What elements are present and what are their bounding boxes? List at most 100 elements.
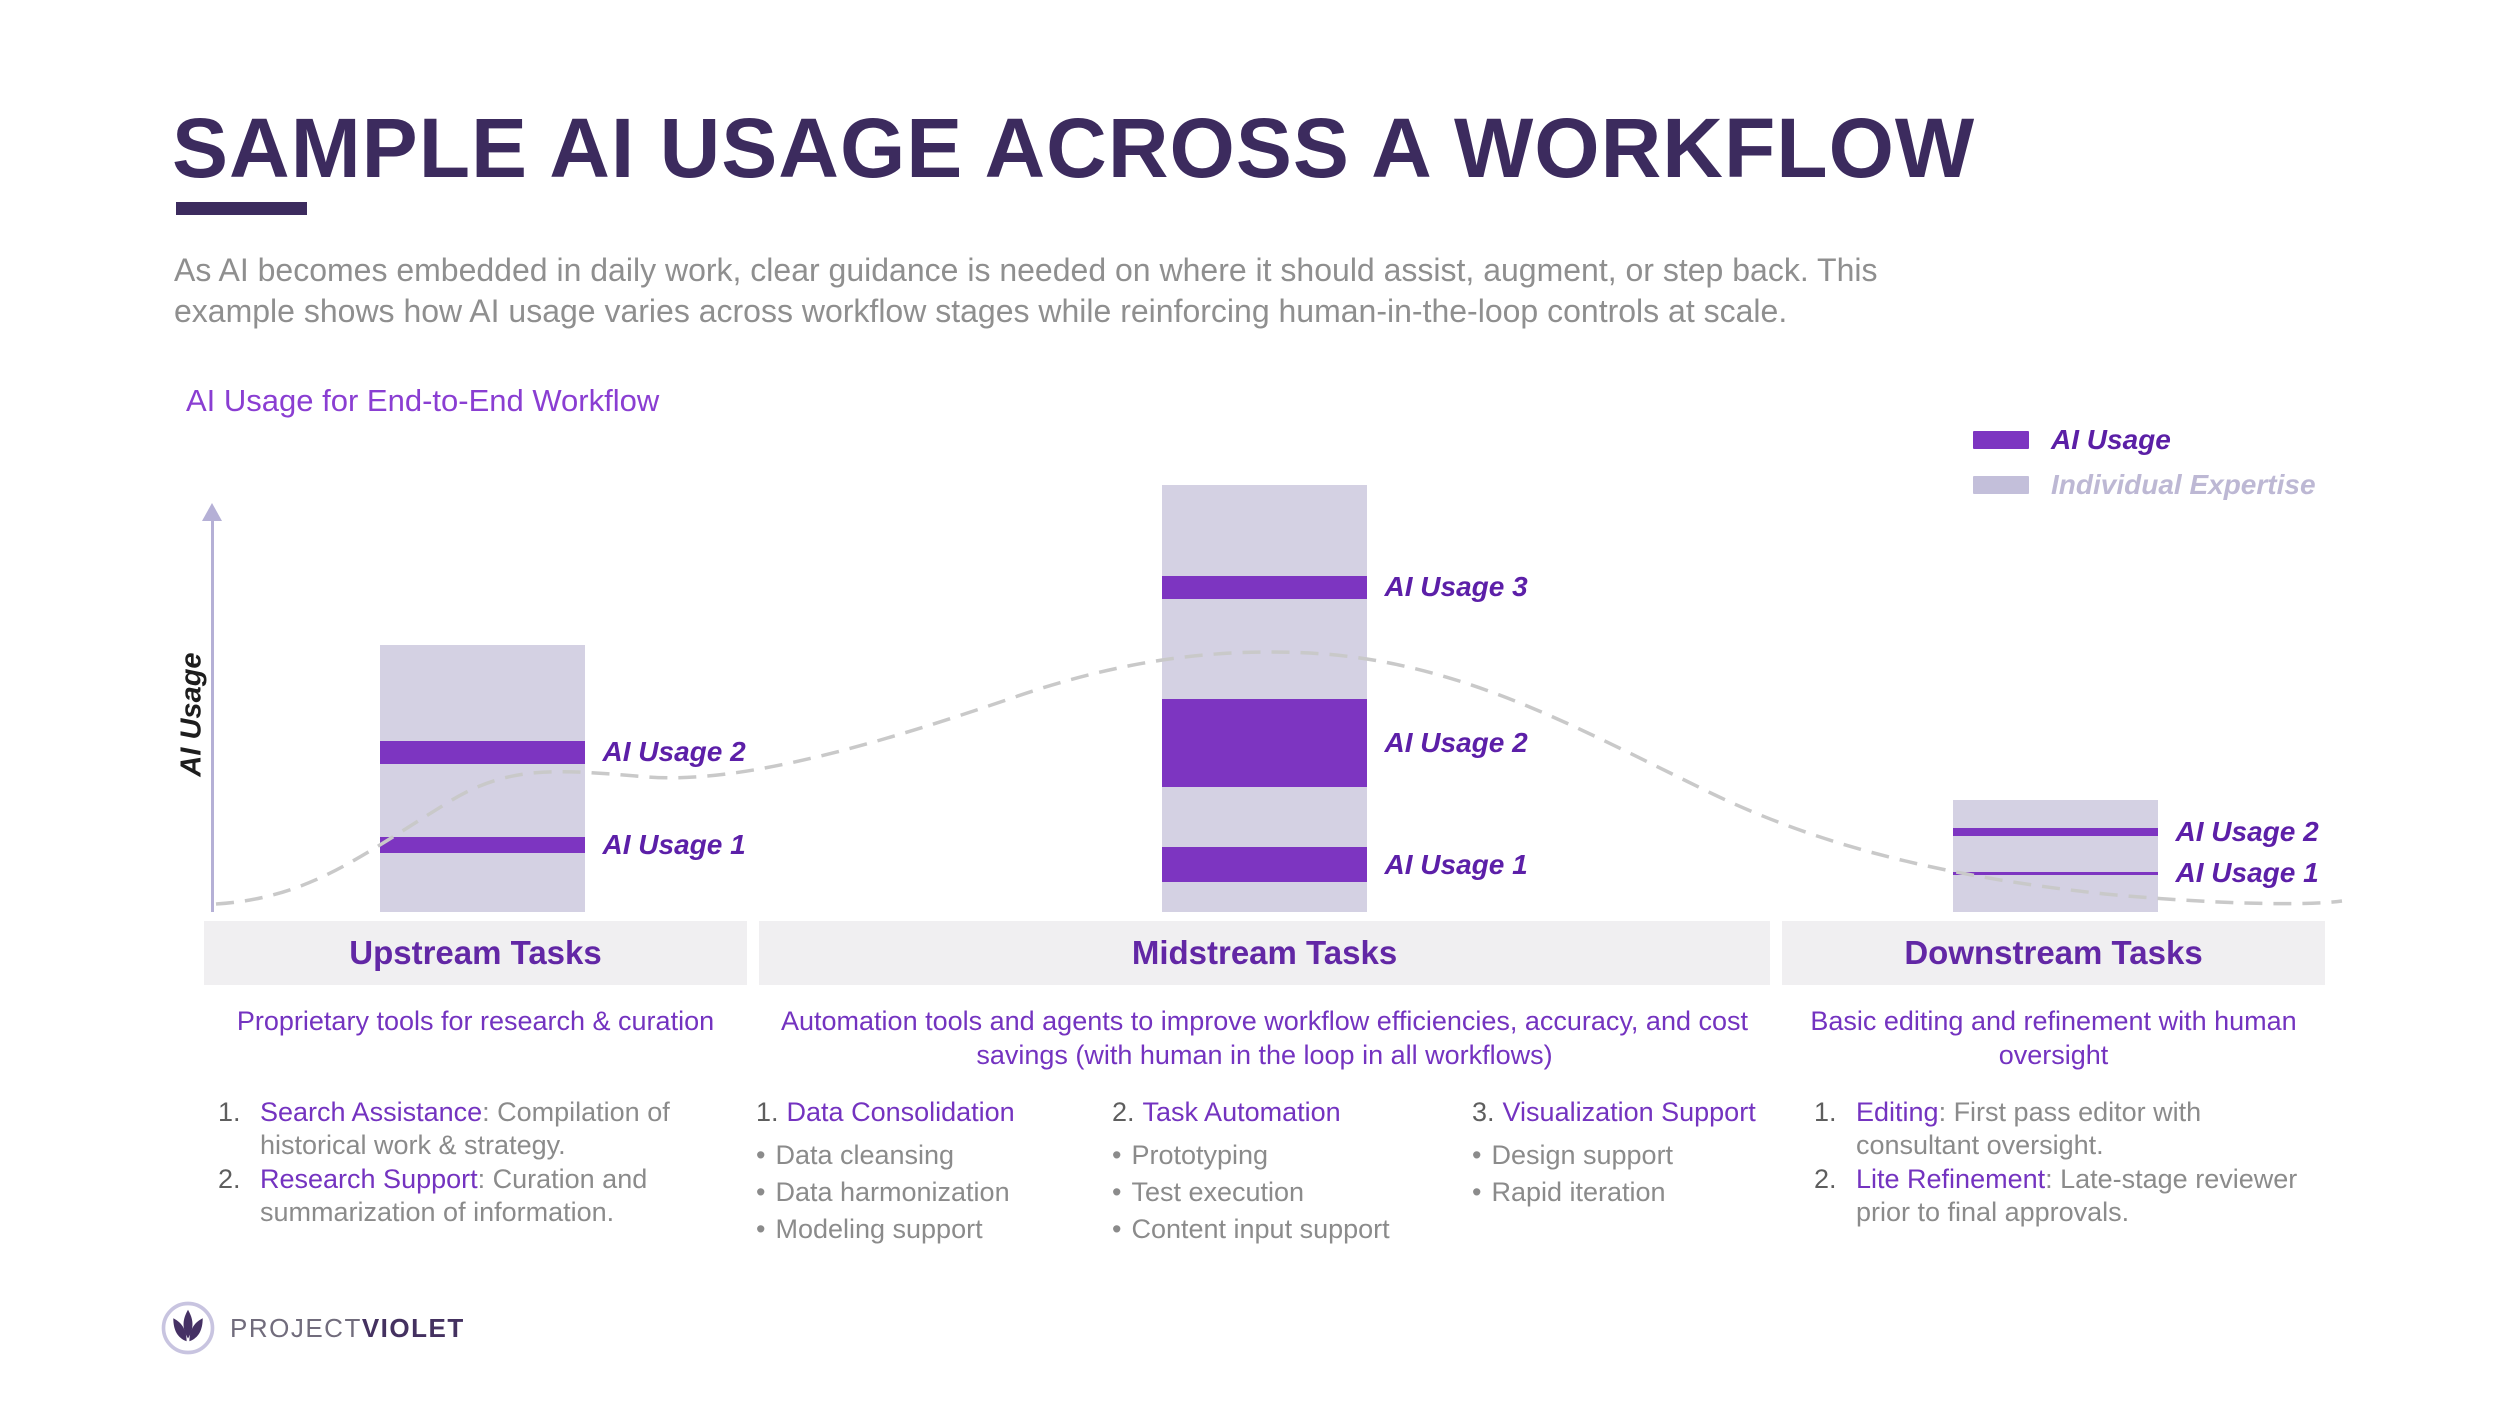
bullet-text: Prototyping — [1131, 1140, 1269, 1170]
downstream-header: Downstream Tasks — [1904, 934, 2203, 971]
bullet-text: Content input support — [1131, 1214, 1390, 1244]
brand-second: VIOLET — [361, 1312, 465, 1343]
y-axis-label: AI Usage — [175, 652, 208, 777]
bullet-glyph: • — [1472, 1177, 1482, 1207]
column-number: 3. — [1472, 1097, 1495, 1127]
page-subtitle: As AI becomes embedded in daily work, cl… — [174, 250, 2334, 332]
subtitle-line-2: example shows how AI usage varies across… — [174, 293, 1788, 329]
bullet-glyph: • — [756, 1214, 766, 1244]
ai-usage-stripe-label: AI Usage 3 — [1384, 571, 1528, 603]
individual-expertise-legend-label: Individual Expertise — [2051, 469, 2316, 500]
stage-band-midstream: Midstream Tasks — [759, 921, 1770, 985]
bullet-text: Modeling support — [775, 1214, 983, 1244]
column-number: 1. — [756, 1097, 779, 1127]
item-term: Lite Refinement — [1856, 1164, 2046, 1194]
bullet-item: • Test execution — [1112, 1176, 1462, 1209]
bullet-glyph: • — [756, 1177, 766, 1207]
ai-usage-legend-label: AI Usage — [2051, 424, 2171, 455]
stage-band-downstream: Downstream Tasks — [1782, 921, 2325, 985]
bullet-glyph: • — [1472, 1140, 1482, 1170]
page-title: SAMPLE AI USAGE ACROSS A WORKFLOW — [172, 101, 1976, 195]
item-text: Editing: First pass editor with consulta… — [1856, 1096, 2326, 1162]
item-rest: : First pass editor with consultant over… — [1856, 1097, 2202, 1160]
midstream-column-2: 2. Task Automation • Prototyping • Test ex… — [1112, 1096, 1462, 1250]
item-text: Lite Refinement: Late-stage reviewer pri… — [1856, 1163, 2326, 1229]
list-item: 2. Lite Refinement: Late-stage reviewer … — [1814, 1163, 2326, 1229]
y-axis — [211, 520, 214, 912]
brand-first: PROJECT — [230, 1312, 362, 1343]
y-axis-arrow-icon — [202, 503, 222, 521]
bullet-item: • Content input support — [1112, 1213, 1462, 1246]
chart-legend: AI Usage Individual Expertise — [1973, 424, 2316, 514]
column-heading: 3. Visualization Support — [1472, 1096, 1802, 1129]
brand-logo: PROJECTVIOLET — [160, 1300, 465, 1356]
bullet-text: Design support — [1491, 1140, 1674, 1170]
upstream-description: Proprietary tools for research & curatio… — [236, 1006, 715, 1036]
ai-usage-stripe-label: AI Usage 1 — [2175, 857, 2319, 889]
item-rest: : Curation and summarization of informat… — [260, 1164, 648, 1227]
item-text: Research Support: Curation and summariza… — [260, 1163, 680, 1229]
bullet-text: Data cleansing — [775, 1140, 955, 1170]
bullet-glyph: • — [1112, 1177, 1122, 1207]
bullet-text: Rapid iteration — [1491, 1177, 1666, 1207]
upstream-list: 1. Search Assistance: Compilation of his… — [218, 1096, 680, 1230]
ai-usage-stripe — [1161, 847, 1367, 883]
column-title: Task Automation — [1142, 1097, 1341, 1127]
bullet-text: Test execution — [1131, 1177, 1305, 1207]
bullet-item: • Data cleansing — [756, 1139, 1096, 1172]
individual-expertise-swatch — [1973, 476, 2029, 494]
title-underline — [176, 202, 307, 215]
midstream-column-1: 1. Data Consolidation • Data cleansing • D… — [756, 1096, 1096, 1250]
item-term: Research Support — [260, 1164, 478, 1194]
item-number: 1. — [1814, 1097, 1837, 1127]
downstream-description: Basic editing and refinement with human … — [1810, 1006, 2297, 1070]
bullet-item: • Design support — [1472, 1139, 1802, 1172]
stage-band-upstream: Upstream Tasks — [204, 921, 747, 985]
ai-usage-stripe — [379, 837, 585, 854]
ai-usage-stripe — [1952, 871, 2158, 875]
bullet-item: • Rapid iteration — [1472, 1176, 1802, 1209]
upstream-header: Upstream Tasks — [349, 934, 602, 971]
ai-usage-stripe-label: AI Usage 1 — [602, 829, 746, 861]
list-item: 1. Search Assistance: Compilation of his… — [218, 1096, 680, 1162]
ai-usage-stripe-label: AI Usage 2 — [2175, 815, 2319, 847]
ai-usage-stripe — [1161, 698, 1367, 787]
item-number: 2. — [1814, 1164, 1837, 1194]
item-term: Search Assistance — [260, 1097, 483, 1127]
bullet-item: • Data harmonization — [756, 1176, 1096, 1209]
item-term: Editing — [1856, 1097, 1939, 1127]
column-heading: 2. Task Automation — [1112, 1096, 1462, 1129]
bullet-text: Data harmonization — [775, 1177, 1010, 1207]
list-item: 2. Research Support: Curation and summar… — [218, 1163, 680, 1229]
bullet-glyph: • — [1112, 1214, 1122, 1244]
bullet-item: • Prototyping — [1112, 1139, 1462, 1172]
bullet-item: • Modeling support — [756, 1213, 1096, 1246]
item-rest: : Compilation of historical work & strat… — [260, 1097, 670, 1160]
lotus-logo-icon — [161, 1301, 215, 1355]
ai-usage-swatch — [1973, 431, 2029, 449]
item-number: 1. — [218, 1097, 241, 1127]
legend-row-individual-expertise: Individual Expertise — [1973, 469, 2316, 501]
ai-usage-stripe-label: AI Usage 2 — [1384, 726, 1528, 758]
subtitle-line-1: As AI becomes embedded in daily work, cl… — [174, 252, 1878, 288]
column-heading: 1. Data Consolidation — [756, 1096, 1096, 1129]
bullet-glyph: • — [1112, 1140, 1122, 1170]
column-title: Data Consolidation — [786, 1097, 1015, 1127]
midstream-description: Automation tools and agents to improve w… — [781, 1006, 1748, 1070]
midstream-header: Midstream Tasks — [1131, 934, 1398, 971]
expertise-bar-downstream — [1952, 800, 2158, 912]
list-item: 1. Editing: First pass editor with consu… — [1814, 1096, 2326, 1162]
item-rest: : Late-stage reviewer prior to final app… — [1856, 1164, 2298, 1227]
ai-usage-stripe — [379, 740, 585, 764]
midstream-column-3: 3. Visualization Support • Design support… — [1472, 1096, 1802, 1213]
expertise-bar-upstream — [379, 645, 585, 912]
ai-usage-stripe — [1952, 827, 2158, 836]
brand-wordmark: PROJECTVIOLET — [230, 1313, 465, 1344]
bullet-glyph: • — [756, 1140, 766, 1170]
downstream-list: 1. Editing: First pass editor with consu… — [1814, 1096, 2326, 1230]
chart-title: AI Usage for End-to-End Workflow — [186, 383, 660, 418]
ai-usage-stripe — [1161, 575, 1367, 599]
column-title: Visualization Support — [1502, 1097, 1756, 1127]
ai-usage-stripe-label: AI Usage 1 — [1384, 848, 1528, 880]
